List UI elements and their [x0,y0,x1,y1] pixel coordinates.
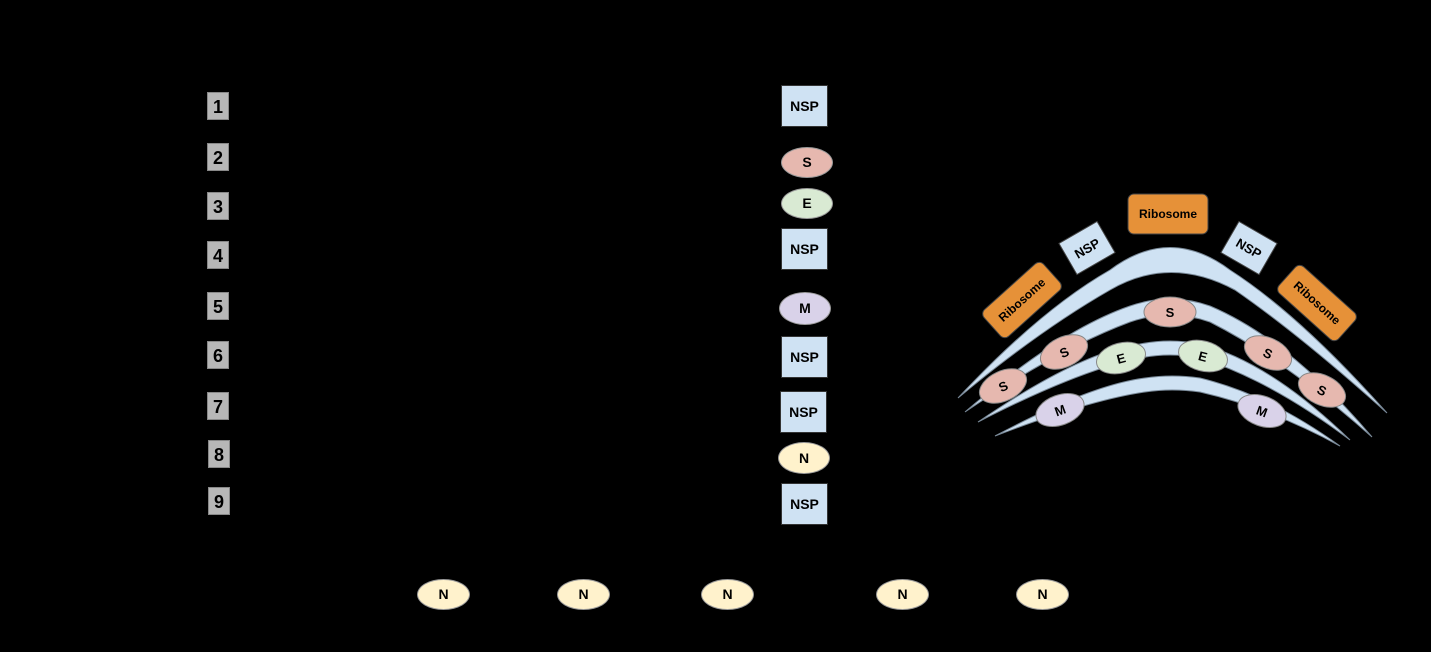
protein-e-oval: E [781,188,833,219]
e-label-left: E [1115,350,1128,367]
protein-nsp-7: NSP [780,391,827,433]
s-protein-left-1: S [1039,334,1089,370]
m-protein-left: M [1035,393,1085,427]
row-number-3: 3 [207,192,229,220]
ribosome-left: Ribosome [982,261,1062,339]
e-protein-left: E [1096,341,1146,375]
bottom-n-oval-1: N [417,579,470,610]
protein-n-oval: N [778,442,830,474]
ribosome-top: Ribosome [1127,193,1209,235]
m-protein-right: M [1237,394,1287,428]
membrane-layer-2 [964,298,1373,438]
ribosome-right: Ribosome [1277,264,1357,342]
s-protein-left-2: S [978,368,1028,404]
s-protein-right-2: S [1297,372,1347,408]
nsp-right: NSP [1220,220,1278,276]
protein-m-oval: M [779,292,831,325]
protein-s-oval: S [781,147,833,178]
row-number-1: 1 [207,92,229,120]
row-number-8: 8 [208,440,230,468]
row-number-4: 4 [207,241,229,269]
membrane-proteins: S S S S S E E M [978,296,1347,428]
protein-nsp-9: NSP [781,483,828,525]
m-label-left: M [1053,402,1068,420]
row-number-7: 7 [207,392,229,420]
m-label-right: M [1254,403,1269,421]
row-number-6: 6 [207,341,229,369]
protein-nsp-1: NSP [781,85,828,127]
membrane-layer-1 [957,247,1388,414]
s-label-top: S [1166,305,1175,320]
bottom-n-oval-5: N [1016,579,1069,610]
row-number-9: 9 [208,487,230,515]
row-number-2: 2 [207,143,229,171]
e-label-right: E [1197,348,1210,365]
s-protein-right-1: S [1243,335,1293,371]
bottom-n-oval-4: N [876,579,929,610]
protein-nsp-6: NSP [781,336,828,378]
s-protein-top: S [1143,296,1197,328]
bottom-n-oval-3: N [701,579,754,610]
ribosome-label-top: Ribosome [1139,207,1197,221]
e-protein-right: E [1178,339,1228,373]
bottom-n-oval-2: N [557,579,610,610]
row-number-5: 5 [207,292,229,320]
protein-nsp-4: NSP [781,228,828,270]
nsp-left: NSP [1058,220,1116,276]
